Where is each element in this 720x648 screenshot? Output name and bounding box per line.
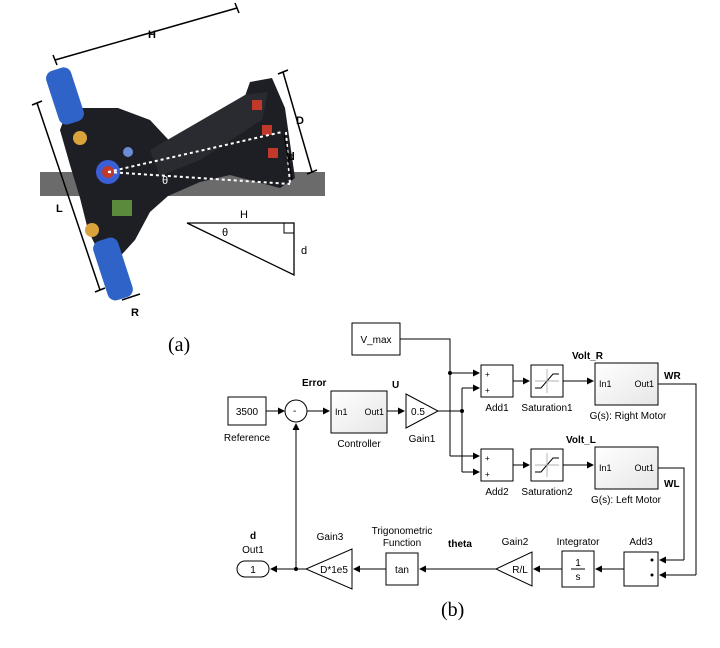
triangle-h-label: H xyxy=(240,209,248,221)
output-port-label: Out1 xyxy=(242,545,264,556)
reference-triangle: H d θ xyxy=(186,209,307,277)
angle-theta-label: θ xyxy=(162,175,168,187)
dimension-d-line xyxy=(282,71,313,173)
triangle-d-label: d xyxy=(301,245,307,257)
trig-function-block[interactable] xyxy=(385,552,419,586)
sum-minus-sign: - xyxy=(293,406,296,417)
dimension-R-label: R xyxy=(131,307,139,319)
trig-function-label-1: Trigonometric xyxy=(372,526,433,537)
robot-board xyxy=(112,200,132,216)
robot-illustration xyxy=(46,67,295,301)
right-motor-in: In1 xyxy=(599,379,612,389)
gain3-block[interactable] xyxy=(304,548,353,590)
gain1-value: 0.5 xyxy=(411,407,425,418)
output-port-value: 1 xyxy=(250,565,256,576)
signal-wr-label: WR xyxy=(664,371,681,382)
controller-in: In1 xyxy=(335,407,348,417)
signal-error-label: Error xyxy=(302,378,327,389)
dimension-h-label: H xyxy=(148,29,156,41)
gain2-value: R/L xyxy=(512,565,528,576)
add1-plus-top: + xyxy=(485,370,490,379)
add3-label: Add3 xyxy=(629,537,653,548)
gain2-block[interactable] xyxy=(494,551,533,587)
left-motor-out: Out1 xyxy=(634,463,654,473)
dimension-D-label: D xyxy=(296,115,304,127)
add1-block[interactable] xyxy=(480,364,514,398)
panel-a: H D d θ L R H d θ (a) xyxy=(31,2,325,356)
controller-block[interactable] xyxy=(330,390,388,434)
panel-b: V_max 3500 Reference - In1 Out1 Controll… xyxy=(224,322,697,621)
integrator-num: 1 xyxy=(575,558,581,569)
add2-plus-top: + xyxy=(485,454,490,463)
add2-plus-bottom: + xyxy=(485,470,490,479)
left-motor-in: In1 xyxy=(599,463,612,473)
vmax-label: V_max xyxy=(360,335,391,346)
trig-function-label-2: Function xyxy=(383,538,421,549)
left-motor-label: G(s): Left Motor xyxy=(591,495,662,506)
dimension-r-line xyxy=(121,293,141,301)
saturation2-label: Saturation2 xyxy=(521,487,573,498)
dimension-L-label: L xyxy=(56,203,63,215)
gain3-value: D*1e5 xyxy=(320,565,348,576)
dimension-l-line xyxy=(36,102,101,291)
right-motor-block[interactable] xyxy=(594,362,659,406)
signal-wl-label: WL xyxy=(664,479,680,490)
right-motor-out: Out1 xyxy=(634,379,654,389)
reference-label: Reference xyxy=(224,433,271,444)
saturation1-label: Saturation1 xyxy=(521,403,573,414)
output-port[interactable] xyxy=(236,560,270,578)
gain2-label: Gain2 xyxy=(502,537,529,548)
reference-block[interactable] xyxy=(227,396,267,426)
dimension-small-d-label: d xyxy=(288,151,295,163)
dimension-h-line xyxy=(54,7,238,61)
left-motor-block[interactable] xyxy=(594,446,659,490)
panel-b-caption: (b) xyxy=(441,599,464,621)
integrator-label: Integrator xyxy=(557,537,600,548)
right-motor-label: G(s): Right Motor xyxy=(590,411,667,422)
add1-label: Add1 xyxy=(485,403,509,414)
reference-value: 3500 xyxy=(236,407,259,418)
signal-volt-r-label: Volt_R xyxy=(572,351,604,362)
right-wheel xyxy=(46,67,84,125)
signal-d-label: d xyxy=(250,531,256,542)
integrator-den: s xyxy=(576,572,581,583)
signal-wires xyxy=(266,338,697,579)
panel-a-caption: (a) xyxy=(168,334,190,356)
add3-block[interactable] xyxy=(623,551,659,587)
add1-plus-bottom: + xyxy=(485,386,490,395)
gain1-label: Gain1 xyxy=(409,434,436,445)
signal-u-label: U xyxy=(392,380,399,391)
dimension-small-d-line xyxy=(283,134,293,181)
signal-theta-label: theta xyxy=(448,539,472,550)
gain1-block[interactable] xyxy=(405,393,440,429)
controller-out: Out1 xyxy=(364,407,384,417)
vmax-block[interactable] xyxy=(351,322,401,356)
trig-function-value: tan xyxy=(395,565,409,576)
triangle-theta-label: θ xyxy=(222,227,228,239)
add2-label: Add2 xyxy=(485,487,509,498)
controller-label: Controller xyxy=(337,439,381,450)
gain3-label: Gain3 xyxy=(317,532,344,543)
signal-volt-l-label: Volt_L xyxy=(566,435,596,446)
left-wheel xyxy=(93,237,133,301)
